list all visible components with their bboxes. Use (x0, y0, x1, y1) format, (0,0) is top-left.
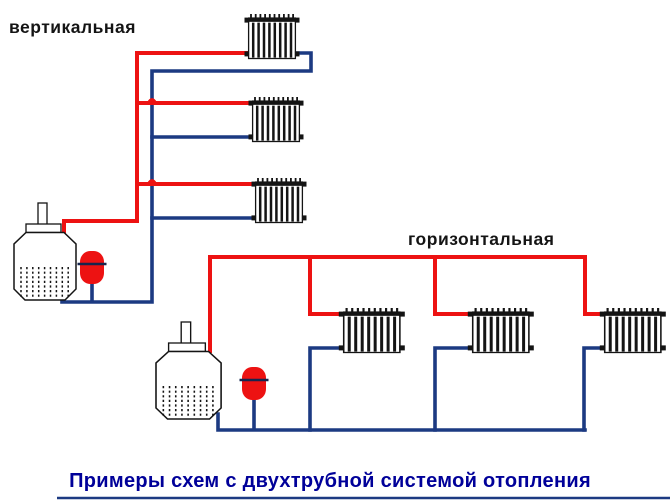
horizontal-supply-branch-1 (308, 255, 348, 316)
horizontal-return-branch-3 (582, 346, 609, 432)
radiator (337, 306, 407, 355)
radiator (250, 176, 308, 224)
pipe-crossing-hump (146, 98, 158, 105)
vertical-scheme-label: вертикальная (9, 17, 136, 37)
radiator (466, 306, 536, 355)
horizontal-return-branch-2 (433, 346, 477, 432)
horizontal-supply-pipe (208, 255, 609, 353)
horizontal-scheme-label: горизонтальная (408, 229, 554, 249)
radiator (598, 306, 668, 355)
expansion-tank (76, 249, 108, 286)
horizontal-scheme: горизонтальная (155, 229, 668, 432)
radiator (243, 12, 301, 60)
diagram-caption: Примеры схем с двухтрубной системой отоп… (69, 470, 591, 492)
horizontal-return-branch-1 (308, 346, 348, 432)
radiator (247, 95, 305, 143)
expansion-tank (238, 365, 270, 402)
vertical-return-pipe (60, 51, 313, 304)
horizontal-supply-branch-2 (433, 255, 477, 316)
horizontal-return-pipe (216, 412, 587, 432)
pipe-crossing-hump (146, 179, 158, 186)
boiler (13, 202, 77, 301)
vertical-supply-pipe (62, 51, 252, 235)
vertical-scheme: вертикальная (9, 12, 313, 304)
